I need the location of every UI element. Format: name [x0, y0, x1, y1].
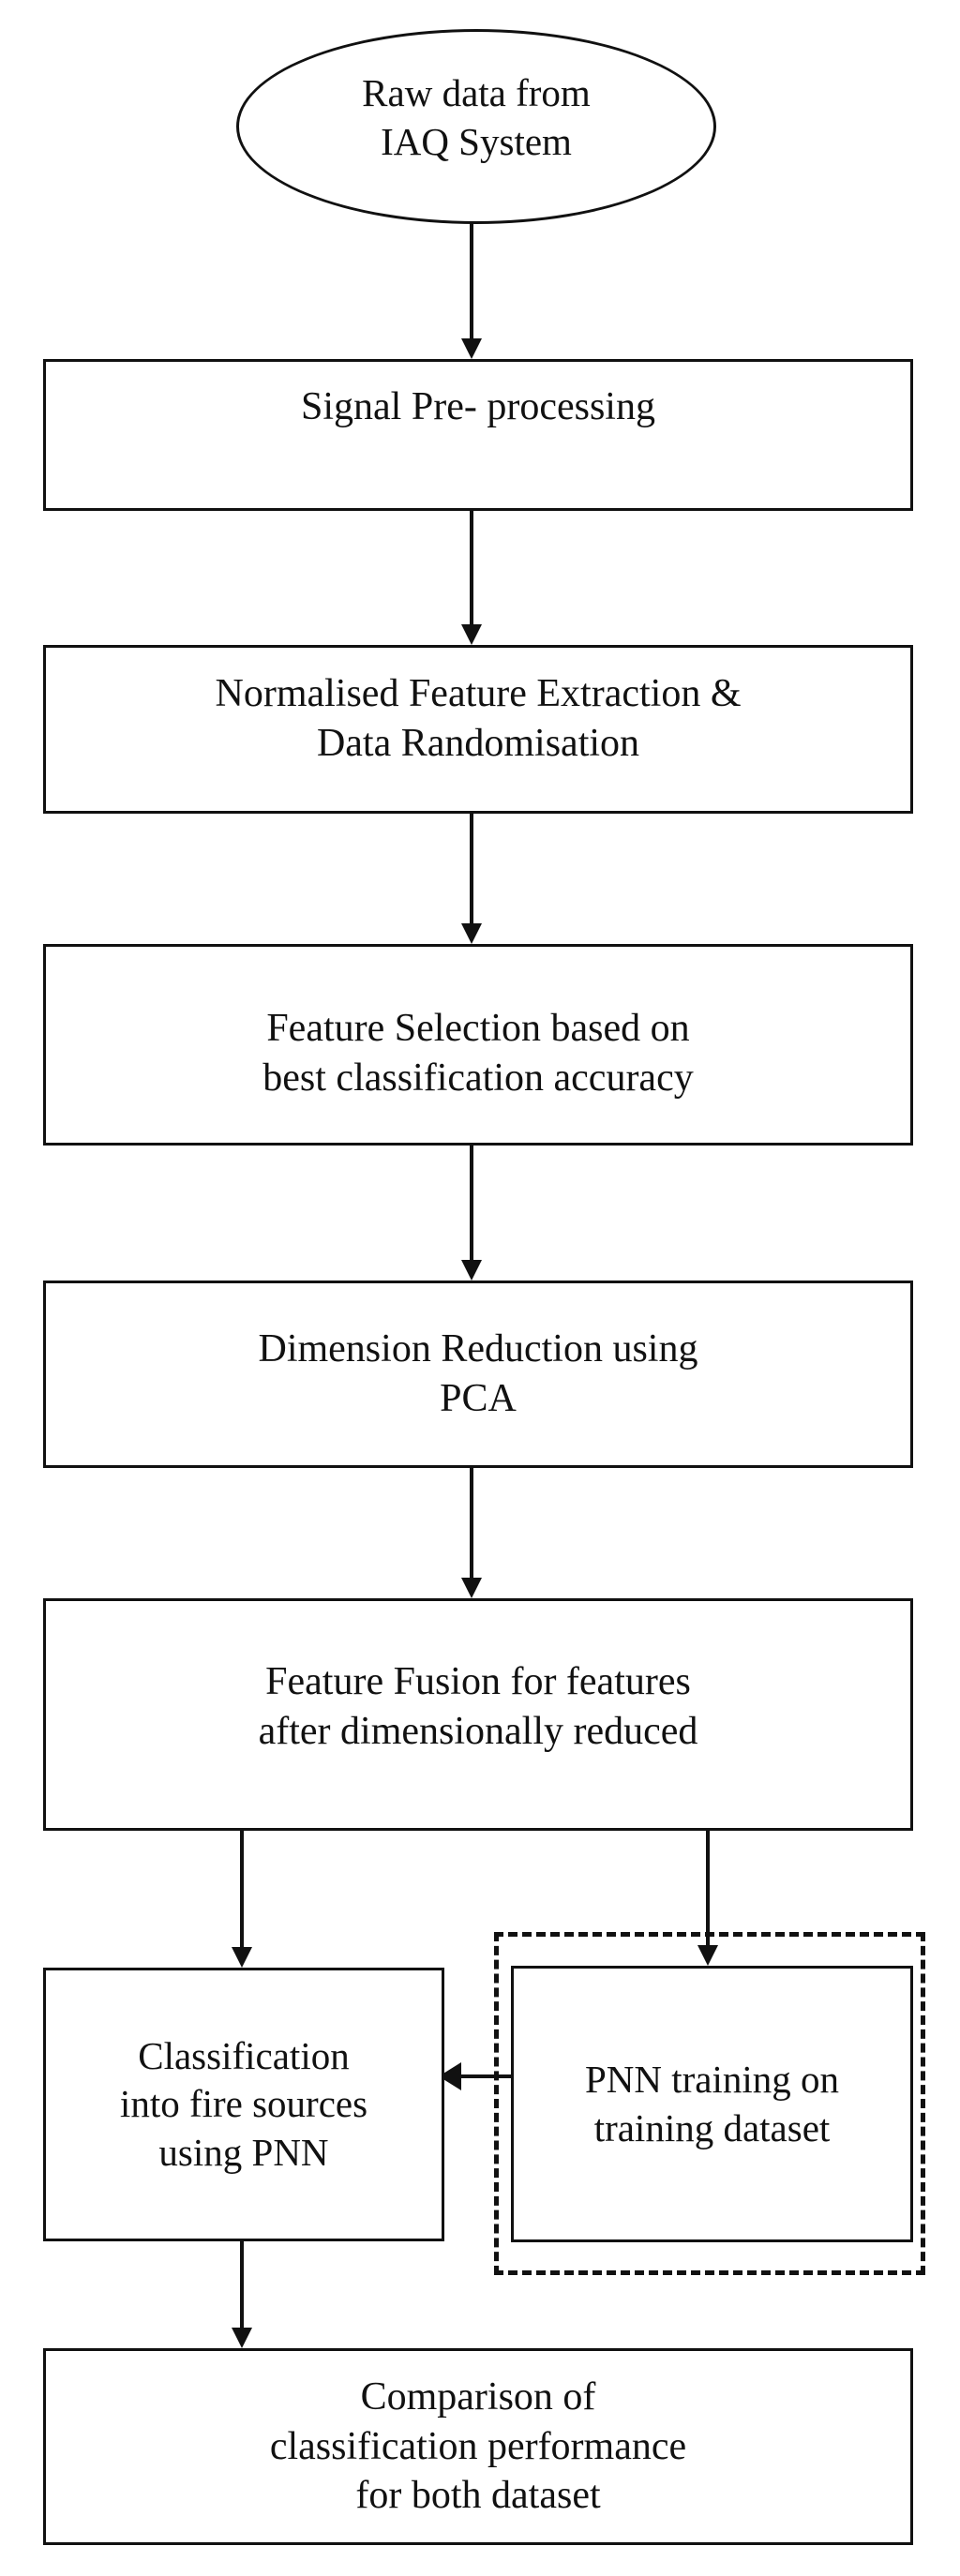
edge-dimensionreduction-to-featurefusion [461, 1468, 482, 1598]
edge-featureselection-to-dimensionreduction [461, 1146, 482, 1281]
edge-featurefusion-to-pnntraining [698, 1831, 718, 1966]
node-feature-fusion[interactable]: Feature Fusion for features after dimens… [43, 1598, 913, 1831]
edge-rawdata-to-signalpreprocessing [461, 222, 482, 359]
node-pnn-training[interactable]: PNN training on training dataset [511, 1966, 913, 2242]
node-signal-preprocessing[interactable]: Signal Pre- processing [43, 359, 913, 511]
node-classification-fire-sources[interactable]: Classification into fire sources using P… [43, 1968, 444, 2241]
node-feature-selection[interactable]: Feature Selection based on best classifi… [43, 944, 913, 1146]
edge-normalisedfeature-to-featureselection [461, 814, 482, 944]
node-dimension-reduction-pca[interactable]: Dimension Reduction using PCA [43, 1281, 913, 1468]
edge-classification-to-comparison [232, 2241, 252, 2348]
node-comparison-classification-performance[interactable]: Comparison of classification performance… [43, 2348, 913, 2545]
group-pnn-training-dashed-border [494, 1932, 925, 2275]
edge-signalpreprocessing-to-normalisedfeature [461, 511, 482, 645]
edge-pnntraining-to-classification [439, 2062, 511, 2090]
node-raw-data[interactable]: Raw data from IAQ System [236, 29, 716, 224]
edge-featurefusion-to-classification [232, 1831, 252, 1968]
node-normalised-feature-extraction[interactable]: Normalised Feature Extraction & Data Ran… [43, 645, 913, 814]
